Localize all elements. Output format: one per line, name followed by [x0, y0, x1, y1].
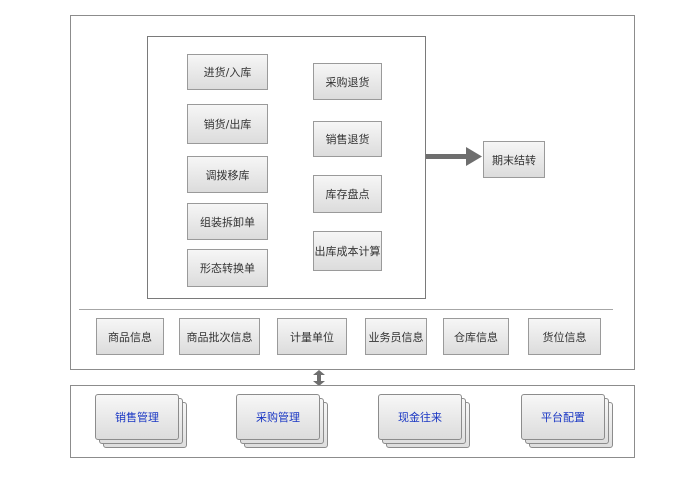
bidirectional-arrow-icon: [313, 370, 325, 386]
module-sales-management-label[interactable]: 销售管理: [95, 394, 179, 440]
module-cash-transactions[interactable]: 现金往来: [378, 394, 470, 450]
op-transfer: 调拨移库: [187, 156, 268, 193]
module-cash-transactions-label[interactable]: 现金往来: [378, 394, 462, 440]
op-purchase-inbound: 进货/入库: [187, 54, 268, 90]
base-info-unit: 计量单位: [277, 318, 347, 355]
period-close-box: 期末结转: [483, 141, 545, 178]
base-info-warehouse: 仓库信息: [443, 318, 509, 355]
flow-arrow-shaft: [426, 154, 468, 159]
base-info-location: 货位信息: [528, 318, 601, 355]
op-sales-outbound: 销货/出库: [187, 104, 268, 144]
op-stocktaking: 库存盘点: [313, 175, 382, 213]
op-form-conversion: 形态转换单: [187, 249, 268, 287]
base-info-salesperson: 业务员信息: [365, 318, 427, 355]
bidirectional-arrow-shape: [313, 370, 325, 386]
op-outbound-cost-calc: 出库成本计算: [313, 231, 382, 271]
section-divider: [79, 309, 613, 310]
flow-arrow: [426, 147, 482, 166]
base-info-product-batch: 商品批次信息: [179, 318, 260, 355]
op-sales-return: 销售退货: [313, 121, 382, 157]
flow-arrow-head: [466, 147, 482, 166]
base-info-product: 商品信息: [96, 318, 164, 355]
module-platform-config[interactable]: 平台配置: [521, 394, 613, 450]
module-purchase-management[interactable]: 采购管理: [236, 394, 328, 450]
op-purchase-return: 采购退货: [313, 63, 382, 100]
module-platform-config-label[interactable]: 平台配置: [521, 394, 605, 440]
op-assembly-disassembly: 组装拆卸单: [187, 203, 268, 240]
module-purchase-management-label[interactable]: 采购管理: [236, 394, 320, 440]
module-sales-management[interactable]: 销售管理: [95, 394, 187, 450]
